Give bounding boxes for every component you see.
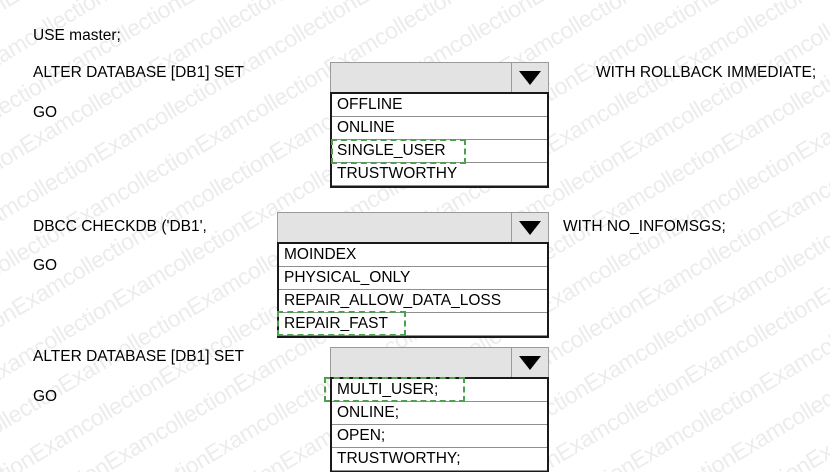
dropdown-3-header[interactable]	[330, 347, 549, 377]
dropdown-1-header[interactable]	[330, 62, 549, 92]
dropdown-3-option-trustworthy[interactable]: TRUSTWORTHY;	[332, 448, 547, 471]
dropdown-3-option-online[interactable]: ONLINE;	[332, 402, 547, 425]
alter-database-line-2: ALTER DATABASE [DB1] SET	[33, 348, 245, 365]
go-line-2: GO	[33, 257, 58, 274]
dbcc-checkdb-line: DBCC CHECKDB ('DB1',	[33, 218, 207, 235]
dropdown-2-selected-value	[278, 213, 511, 242]
dropdown-2-option-repair-allow-data-loss[interactable]: REPAIR_ALLOW_DATA_LOSS	[279, 290, 547, 313]
alter-database-line-1: ALTER DATABASE [DB1] SET	[33, 64, 245, 81]
use-master-line: USE master;	[33, 27, 121, 44]
go-line-3: GO	[33, 388, 58, 405]
dropdown-1-option-single-user[interactable]: SINGLE_USER	[332, 140, 547, 163]
chevron-down-icon	[519, 70, 541, 85]
with-rollback-immediate-text: WITH ROLLBACK IMMEDIATE;	[596, 64, 817, 81]
dropdown-1[interactable]: OFFLINE ONLINE SINGLE_USER TRUSTWORTHY	[330, 62, 549, 188]
dropdown-2-option-moindex[interactable]: MOINDEX	[279, 244, 547, 267]
go-line-1: GO	[33, 104, 58, 121]
dropdown-1-selected-value	[331, 63, 511, 92]
with-no-infomsgs-text: WITH NO_INFOMSGS;	[563, 218, 726, 235]
dropdown-3[interactable]: MULTI_USER; ONLINE; OPEN; TRUSTWORTHY;	[324, 347, 549, 472]
dropdown-2-option-list[interactable]: MOINDEX PHYSICAL_ONLY REPAIR_ALLOW_DATA_…	[277, 242, 549, 338]
dropdown-3-arrow-button[interactable]	[511, 348, 548, 377]
dropdown-1-option-trustworthy[interactable]: TRUSTWORTHY	[332, 163, 547, 186]
dropdown-1-arrow-button[interactable]	[511, 63, 548, 92]
dropdown-1-option-list[interactable]: OFFLINE ONLINE SINGLE_USER TRUSTWORTHY	[330, 92, 549, 188]
dropdown-2[interactable]: MOINDEX PHYSICAL_ONLY REPAIR_ALLOW_DATA_…	[277, 212, 549, 338]
dropdown-2-arrow-button[interactable]	[511, 213, 548, 242]
dropdown-2-option-repair-fast[interactable]: REPAIR_FAST	[279, 313, 547, 336]
chevron-down-icon	[519, 220, 541, 235]
dropdown-2-option-physical-only[interactable]: PHYSICAL_ONLY	[279, 267, 547, 290]
chevron-down-icon	[519, 355, 541, 370]
dropdown-3-option-list[interactable]: MULTI_USER; ONLINE; OPEN; TRUSTWORTHY;	[324, 377, 549, 472]
dropdown-1-option-online[interactable]: ONLINE	[332, 117, 547, 140]
dropdown-3-selected-value	[331, 348, 511, 377]
dropdown-3-option-open[interactable]: OPEN;	[332, 425, 547, 448]
dropdown-1-option-offline[interactable]: OFFLINE	[332, 94, 547, 117]
dropdown-2-header[interactable]	[277, 212, 549, 242]
dropdown-3-option-multi-user[interactable]: MULTI_USER;	[332, 379, 547, 402]
